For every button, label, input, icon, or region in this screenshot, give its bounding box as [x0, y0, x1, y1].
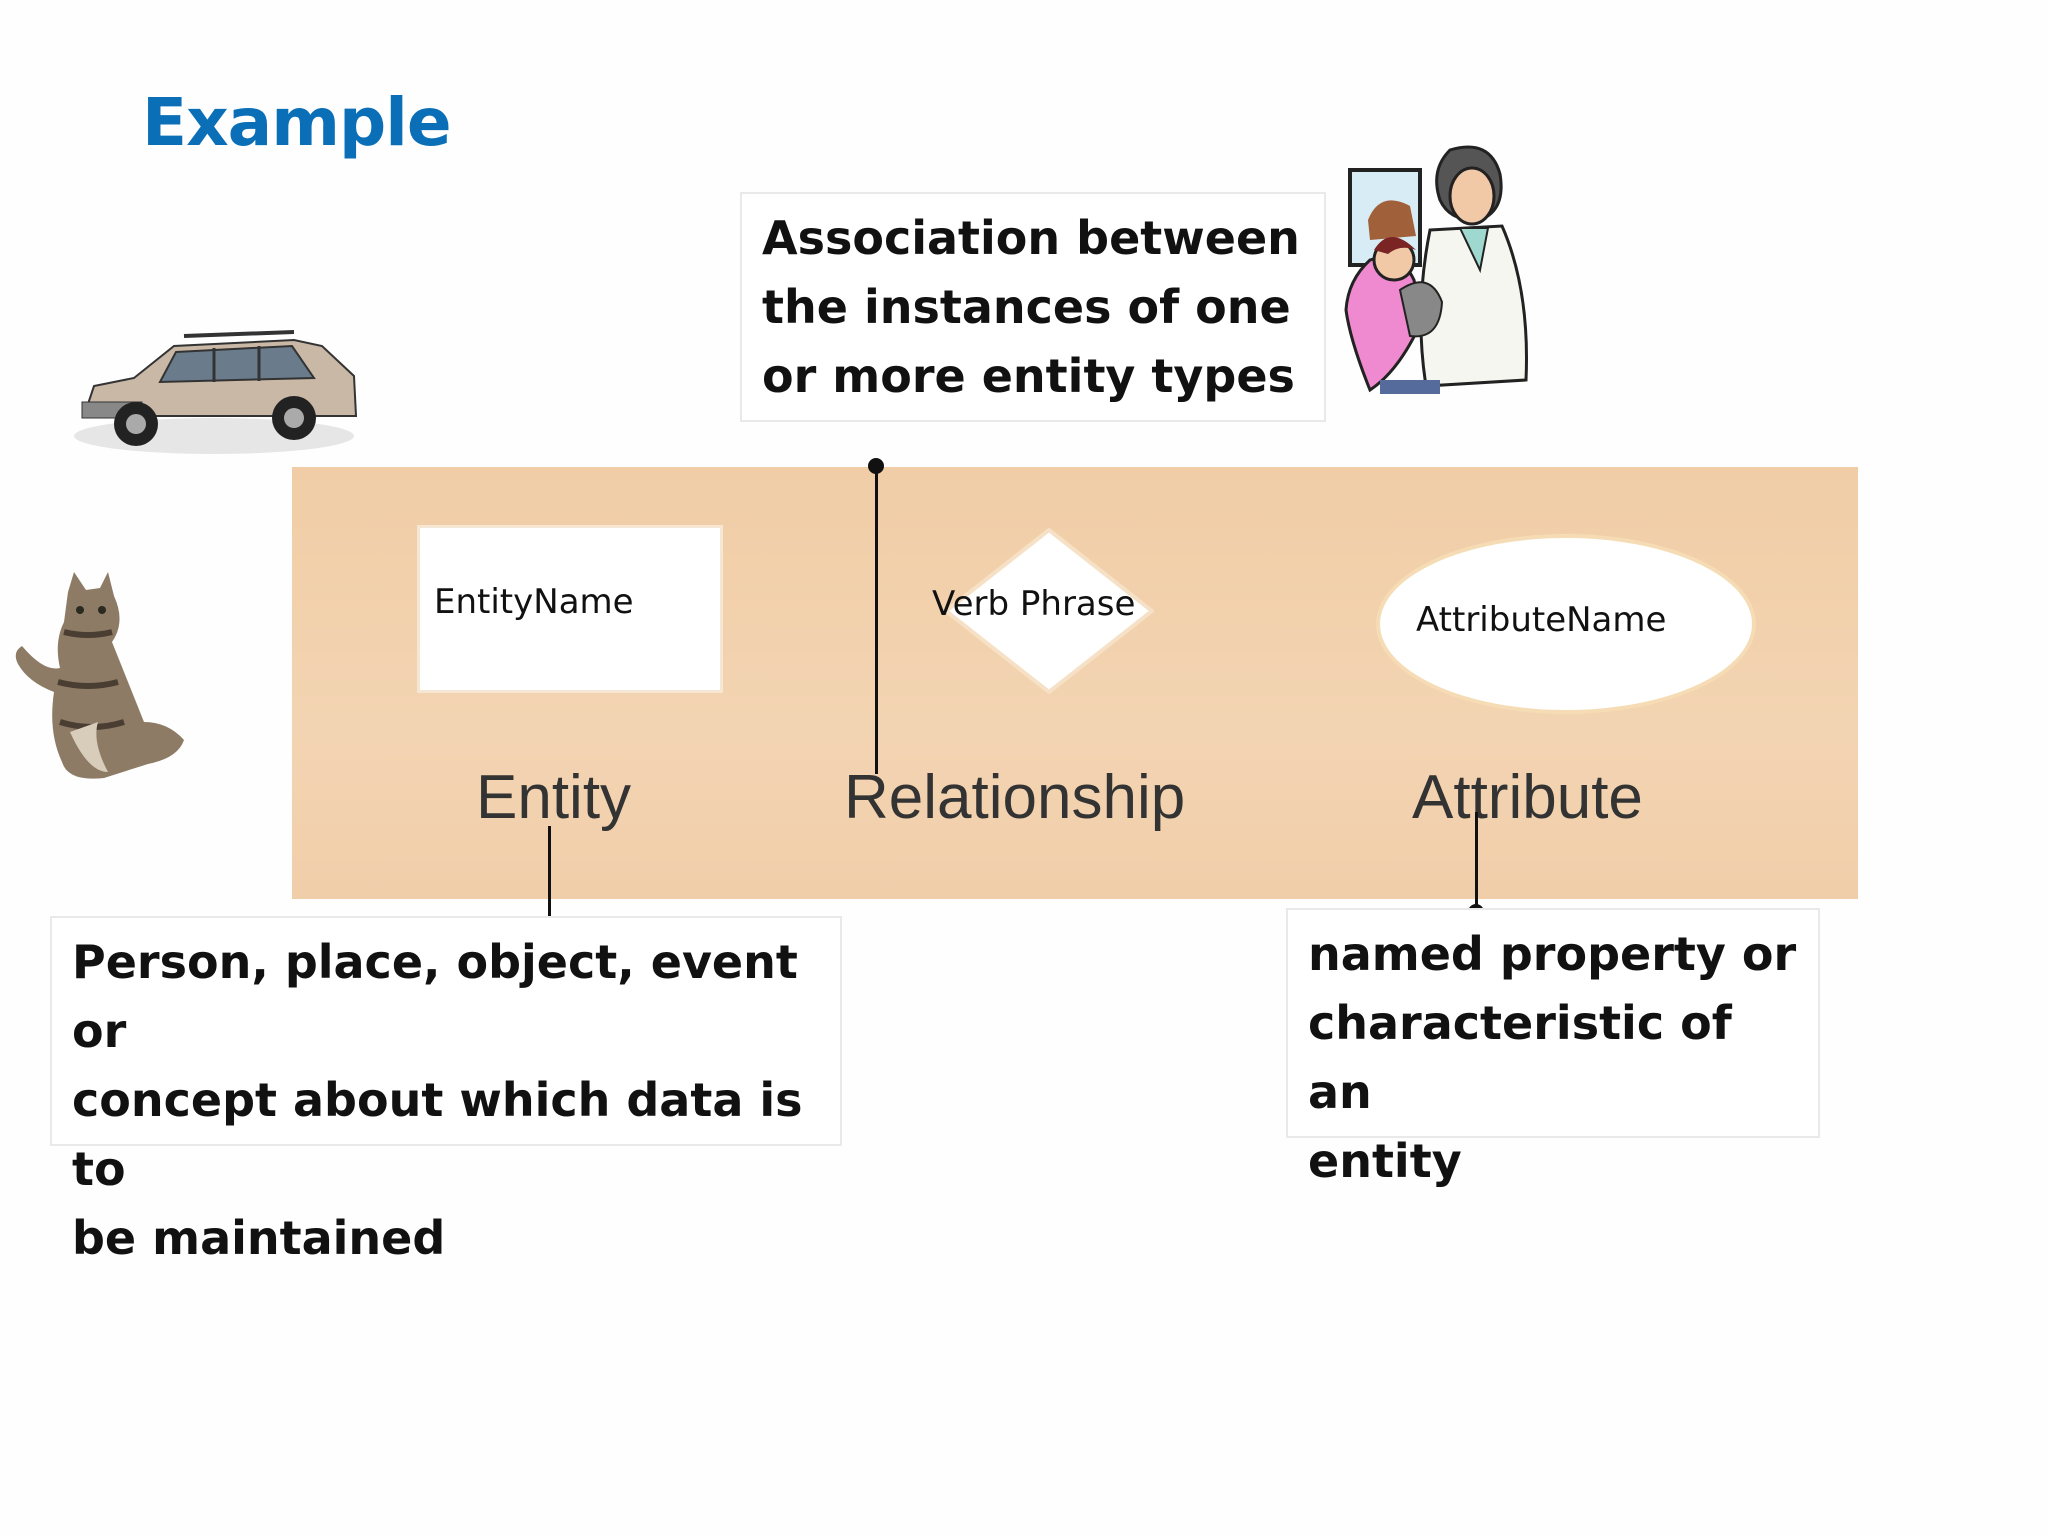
attribute-label: Attribute — [1412, 763, 1643, 832]
verb-phrase-text: Verb Phrase — [932, 584, 1136, 624]
callout-line: or more entity types — [762, 349, 1295, 403]
relationship-connector — [875, 466, 878, 774]
page-title: Example — [142, 84, 452, 161]
entity-definition-callout: Person, place, object, event or concept … — [50, 916, 842, 1265]
connector-dot — [868, 458, 884, 474]
callout-line: characteristic of an — [1308, 996, 1732, 1119]
attribute-ellipse: AttributeName — [1380, 538, 1752, 710]
entity-label: Entity — [476, 763, 632, 832]
callout-line: entity — [1308, 1134, 1462, 1188]
car-clipart-icon — [74, 330, 358, 454]
cat-photo-icon — [15, 572, 184, 779]
callout-line: Association between — [762, 211, 1300, 265]
attribute-name-text: AttributeName — [1416, 600, 1667, 640]
relationship-label: Relationship — [844, 763, 1186, 832]
veterinarian-clipart-icon — [1344, 145, 1528, 394]
callout-line: Person, place, object, event or — [72, 935, 798, 1058]
entity-rectangle: EntityName — [420, 528, 720, 690]
entity-name-text: EntityName — [434, 582, 634, 622]
relationship-definition-callout: Association between the instances of one… — [740, 192, 1326, 422]
callout-line: concept about which data is to — [72, 1073, 803, 1196]
callout-line: named property or — [1308, 927, 1797, 981]
entity-connector — [548, 826, 551, 930]
attribute-definition-callout: named property or characteristic of an e… — [1286, 908, 1820, 1188]
callout-line: be maintained — [72, 1211, 446, 1265]
callout-line: the instances of one — [762, 280, 1291, 334]
attribute-connector — [1475, 812, 1478, 912]
relationship-diamond — [944, 528, 1154, 694]
